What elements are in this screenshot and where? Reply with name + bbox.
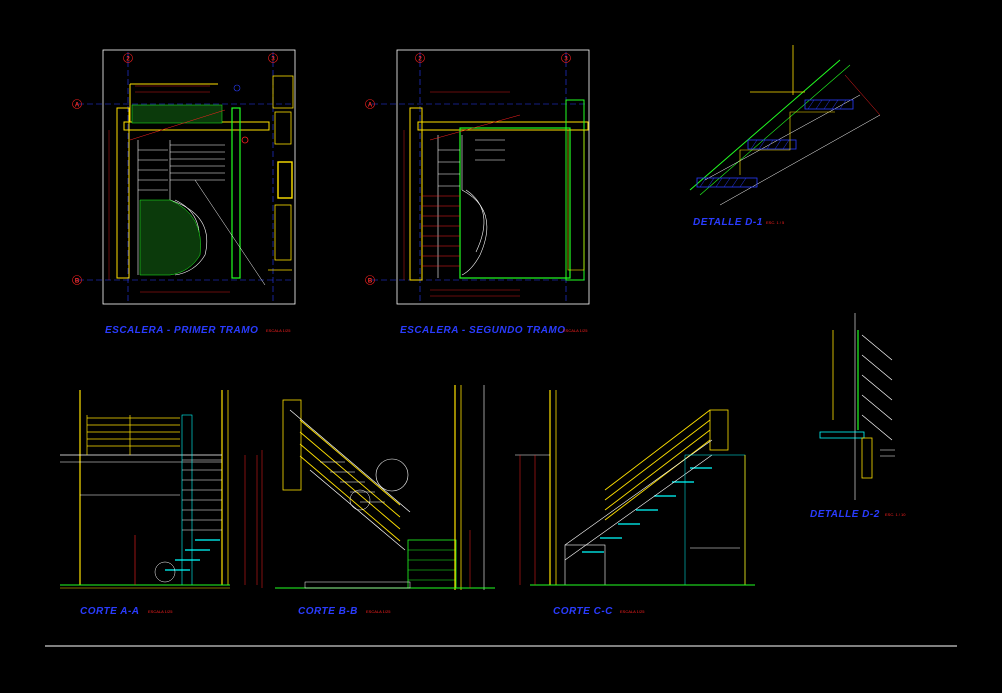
title-section-aa: CORTE A-A	[80, 606, 140, 617]
scale-detail-d1: ESC. 1 / 5	[766, 220, 785, 225]
scale-section-aa: ESCALA 1/25	[148, 609, 173, 614]
title-detail-d2: DETALLE D-2	[810, 509, 880, 520]
grid-label-b-plan1: B	[75, 279, 80, 285]
plan-segundo-tramo: 2 3 A B	[365, 49, 590, 305]
plan-primer-tramo: 2 3 A B	[72, 49, 296, 305]
title-segundo-tramo: ESCALERA - SEGUNDO TRAMO	[400, 325, 566, 336]
scale-section-cc: ESCALA 1/25	[620, 609, 645, 614]
scale-segundo-tramo: ESCALA 1/25	[563, 328, 588, 333]
title-primer-tramo: ESCALERA - PRIMER TRAMO	[105, 325, 258, 336]
section-cc-drawing	[515, 390, 755, 586]
title-section-cc: CORTE C-C	[553, 606, 613, 617]
grid-label-a-plan1: A	[75, 103, 80, 109]
scale-detail-d2: ESC. 1 / 10	[885, 512, 906, 517]
grid-label-2-plan2: 2	[418, 57, 422, 63]
section-aa-drawing	[60, 390, 258, 589]
grid-label-b-plan2: B	[368, 279, 373, 285]
grid-label-2-plan1: 2	[126, 57, 130, 63]
grid-label-3-plan2: 3	[564, 57, 568, 63]
grid-label-3-plan1: 3	[271, 57, 275, 63]
section-bb-drawing	[261, 385, 495, 590]
detail-d2-drawing	[819, 313, 895, 500]
title-section-bb: CORTE B-B	[298, 606, 358, 617]
scale-primer-tramo: ESCALA 1/25	[266, 328, 291, 333]
detail-d1-drawing	[689, 45, 881, 206]
grid-label-a-plan2: A	[368, 103, 373, 109]
scale-section-bb: ESCALA 1/25	[366, 609, 391, 614]
title-detail-d1: DETALLE D-1	[693, 217, 763, 228]
